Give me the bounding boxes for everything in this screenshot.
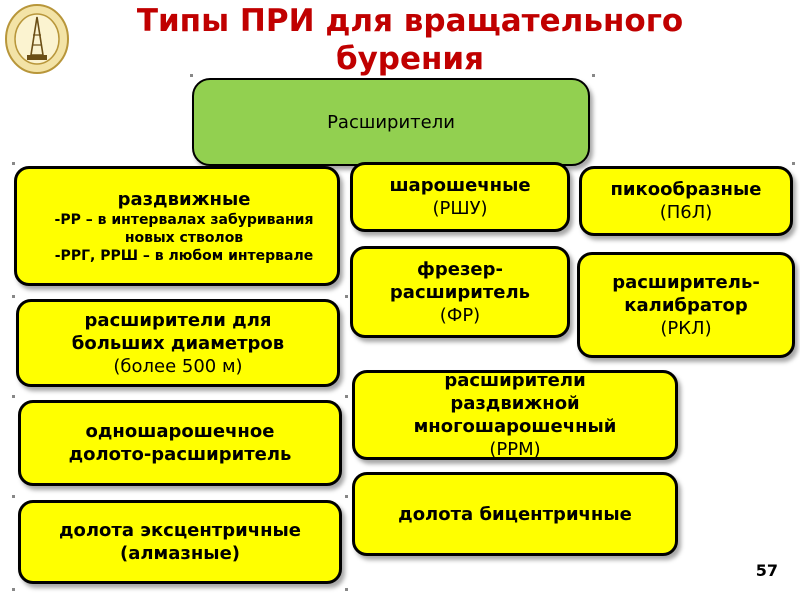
node-calibrator-code: (РКЛ) [660, 317, 712, 339]
node-mill-title-2: расширитель [389, 281, 531, 303]
page-number: 57 [755, 561, 778, 580]
node-calibrator-title-2: калибратор [624, 294, 748, 316]
node-mill-reamer: фрезер- расширитель (ФР) [350, 246, 570, 338]
node-multi-roller: расширители раздвижной многошарошечный (… [352, 370, 678, 460]
node-multi-code: (РРМ) [489, 439, 541, 460]
node-eccentric-title-2: (алмазные) [119, 543, 241, 564]
node-roller-title: шарошечные [389, 175, 531, 196]
node-expandable-line-3: -РРГ, РРШ – в любом интервале [54, 247, 314, 264]
node-expandable-title: раздвижные [117, 188, 251, 210]
node-multi-title-1: расширители [444, 370, 586, 391]
node-multi-title-2: раздвижной [450, 393, 580, 414]
node-pike: пикообразные (П6Л) [579, 166, 793, 236]
node-roller-code: (РШУ) [432, 198, 488, 219]
node-pike-code: (П6Л) [659, 202, 713, 223]
node-multi-title-3: многошарошечный [413, 416, 617, 437]
node-large-note: (более 500 м) [113, 355, 243, 377]
node-expandable: раздвижные -РР – в интервалах забуривани… [14, 166, 340, 286]
node-expandable-line-2: новых стволов [124, 229, 244, 246]
node-calibrator: расширитель- калибратор (РКЛ) [577, 252, 795, 358]
node-roller: шарошечные (РШУ) [350, 162, 570, 232]
node-calibrator-title-1: расширитель- [612, 271, 760, 293]
node-mill-title-1: фрезер- [417, 258, 503, 280]
node-bicentric-title: долота бицентричные [398, 503, 632, 525]
node-reamers-root: Расширители [192, 78, 590, 166]
page-title: Типы ПРИ для вращательного бурения [136, 3, 684, 77]
department-logo [4, 3, 70, 75]
node-single-title-1: одношарошечное [85, 421, 275, 442]
node-large-title-2: больших диаметров [71, 332, 285, 354]
node-mill-code: (ФР) [439, 304, 481, 326]
node-bicentric: долота бицентричные [352, 472, 678, 556]
node-reamers-root-label: Расширители [327, 111, 455, 133]
node-large-diameters: расширители для больших диаметров (более… [16, 299, 340, 387]
node-pike-title: пикообразные [610, 179, 762, 200]
node-eccentric-title-1: долота эксцентричные [58, 520, 302, 541]
node-single-roller: одношарошечное долото-расширитель [18, 400, 342, 486]
node-eccentric: долота эксцентричные (алмазные) [18, 500, 342, 584]
node-single-title-2: долото-расширитель [68, 444, 292, 465]
node-expandable-line-1: -РР – в интервалах забуривания [54, 211, 314, 228]
node-large-title-1: расширители для [84, 309, 272, 331]
